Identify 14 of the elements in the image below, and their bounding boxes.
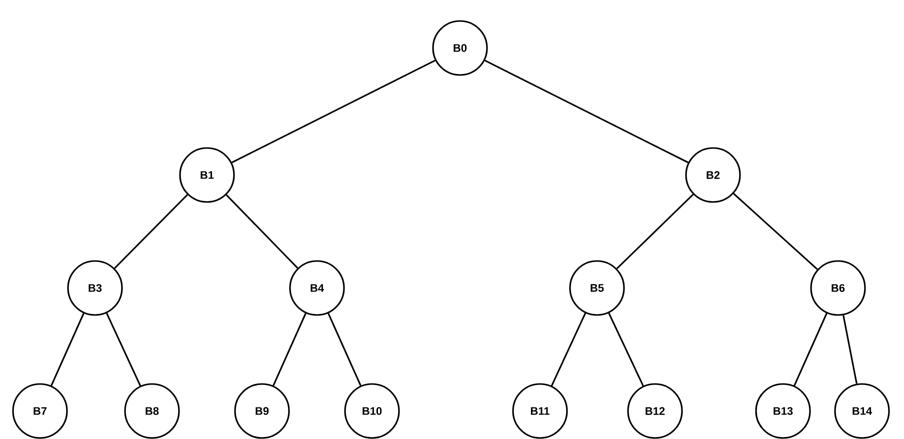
connector-line (616, 194, 694, 270)
connector-line (232, 60, 436, 164)
connector-line (114, 194, 188, 269)
connector-line (733, 193, 818, 270)
connector-line (842, 315, 858, 384)
connector-line (272, 313, 306, 386)
connector-line (794, 313, 828, 386)
connector-line (328, 313, 362, 386)
connector-line (550, 312, 586, 386)
connector-line (484, 60, 689, 164)
connector-line (106, 312, 142, 386)
connector-line (608, 312, 644, 386)
connector-line (50, 313, 84, 386)
connector-line (226, 194, 298, 269)
